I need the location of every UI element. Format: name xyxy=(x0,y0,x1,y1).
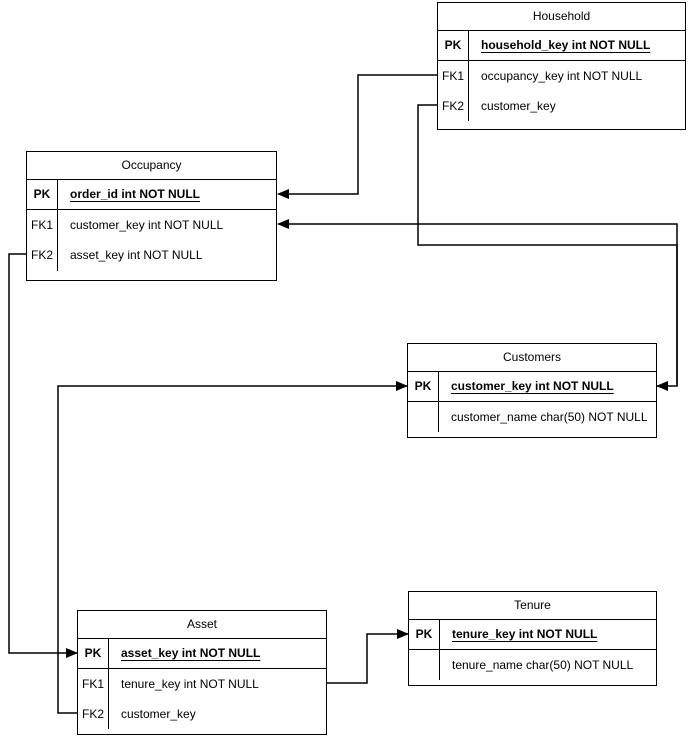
connector-3 xyxy=(8,253,78,658)
pk-row: PK household_key int NOT NULL xyxy=(438,31,685,61)
key-label: FK2 xyxy=(27,240,58,270)
entity-title: Occupancy xyxy=(27,152,276,180)
key-label: FK2 xyxy=(78,699,109,729)
entity-body: FK1 occupancy_key int NOT NULL FK2 custo… xyxy=(438,61,685,129)
field-row: FK2 customer_key xyxy=(78,699,326,729)
key-label xyxy=(408,402,439,432)
key-label: FK1 xyxy=(438,61,469,91)
entity-occupancy: Occupancy PK order_id int NOT NULL FK1 c… xyxy=(26,151,277,281)
field: customer_key xyxy=(481,99,556,113)
entity-title: Tenure xyxy=(409,592,656,620)
pk-field: household_key int NOT NULL xyxy=(481,38,651,52)
field: customer_name char(50) NOT NULL xyxy=(451,410,648,424)
key-label: FK2 xyxy=(438,91,469,121)
field: customer_key xyxy=(121,707,196,721)
key-label: PK xyxy=(27,180,58,209)
field-row: FK2 asset_key int NOT NULL xyxy=(27,240,276,270)
field: asset_key int NOT NULL xyxy=(70,248,203,262)
field: customer_key int NOT NULL xyxy=(70,218,224,232)
pk-field: customer_key int NOT NULL xyxy=(451,379,614,393)
key-label xyxy=(409,650,440,680)
key-label: PK xyxy=(78,639,109,668)
entity-body: tenure_name char(50) NOT NULL xyxy=(409,650,656,685)
key-label: PK xyxy=(408,372,439,401)
pk-row: PK asset_key int NOT NULL xyxy=(78,639,326,669)
pk-row: PK customer_key int NOT NULL xyxy=(408,372,656,402)
entity-body: FK1 tenure_key int NOT NULL FK2 customer… xyxy=(78,669,326,734)
field: occupancy_key int NOT NULL xyxy=(481,69,643,83)
pk-field: order_id int NOT NULL xyxy=(70,187,200,201)
entity-asset: Asset PK asset_key int NOT NULL FK1 tenu… xyxy=(77,610,327,735)
pk-row: PK order_id int NOT NULL xyxy=(27,180,276,210)
entity-household: Household PK household_key int NOT NULL … xyxy=(437,2,686,130)
field: tenure_key int NOT NULL xyxy=(121,677,259,691)
pk-field: tenure_key int NOT NULL xyxy=(452,627,598,641)
entity-body: customer_name char(50) NOT NULL xyxy=(408,402,656,437)
entity-customers: Customers PK customer_key int NOT NULL c… xyxy=(407,343,657,438)
field-row: FK1 tenure_key int NOT NULL xyxy=(78,669,326,699)
field-row: FK2 customer_key xyxy=(438,91,685,121)
entity-title: Household xyxy=(438,3,685,31)
field-row: FK1 customer_key int NOT NULL xyxy=(27,210,276,240)
key-label: FK1 xyxy=(27,210,58,240)
connector-0 xyxy=(277,74,437,199)
pk-row: PK tenure_key int NOT NULL xyxy=(409,620,656,650)
field-row: tenure_name char(50) NOT NULL xyxy=(409,650,656,680)
field-row: customer_name char(50) NOT NULL xyxy=(408,402,656,432)
key-label: FK1 xyxy=(78,669,109,699)
field-row: FK1 occupancy_key int NOT NULL xyxy=(438,61,685,91)
entity-title: Asset xyxy=(78,611,326,639)
key-label: PK xyxy=(409,620,440,649)
entity-tenure: Tenure PK tenure_key int NOT NULL tenure… xyxy=(408,591,657,686)
key-label: PK xyxy=(438,31,469,60)
entity-title: Customers xyxy=(408,344,656,372)
field: tenure_name char(50) NOT NULL xyxy=(452,658,634,672)
entity-body: FK1 customer_key int NOT NULL FK2 asset_… xyxy=(27,210,276,280)
pk-field: asset_key int NOT NULL xyxy=(121,646,261,660)
connector-5 xyxy=(327,629,409,684)
